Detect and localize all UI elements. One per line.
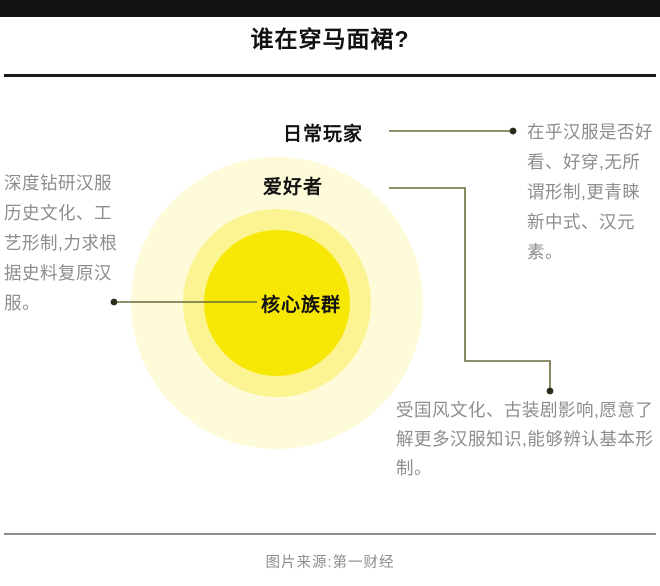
page-title: 谁在穿马面裙?: [250, 26, 410, 52]
ring-label-casual: 日常玩家: [283, 124, 364, 145]
ring-inner-core: [204, 230, 350, 376]
footer-divider: [4, 533, 656, 535]
description-core: 深度钻研汉服历史文化、工艺形制,力求根据史料复原汉服。: [4, 173, 118, 313]
top-black-bar: [0, 0, 660, 17]
description-enthusiast: 受国风文化、古装剧影响,愿意了解更多汉服知识,能够辨认基本形制。: [396, 400, 654, 478]
title-divider: [4, 74, 656, 77]
ring-label-core: 核心族群: [261, 295, 342, 316]
description-casual: 在乎汉服是否好看、好穿,无所谓形制,更青睐新中式、汉元素。: [527, 122, 653, 262]
source-credit: 图片来源:第一财经: [265, 555, 395, 571]
venn-circles-group: [0, 90, 660, 520]
ring-label-enthusiast: 爱好者: [263, 177, 324, 198]
